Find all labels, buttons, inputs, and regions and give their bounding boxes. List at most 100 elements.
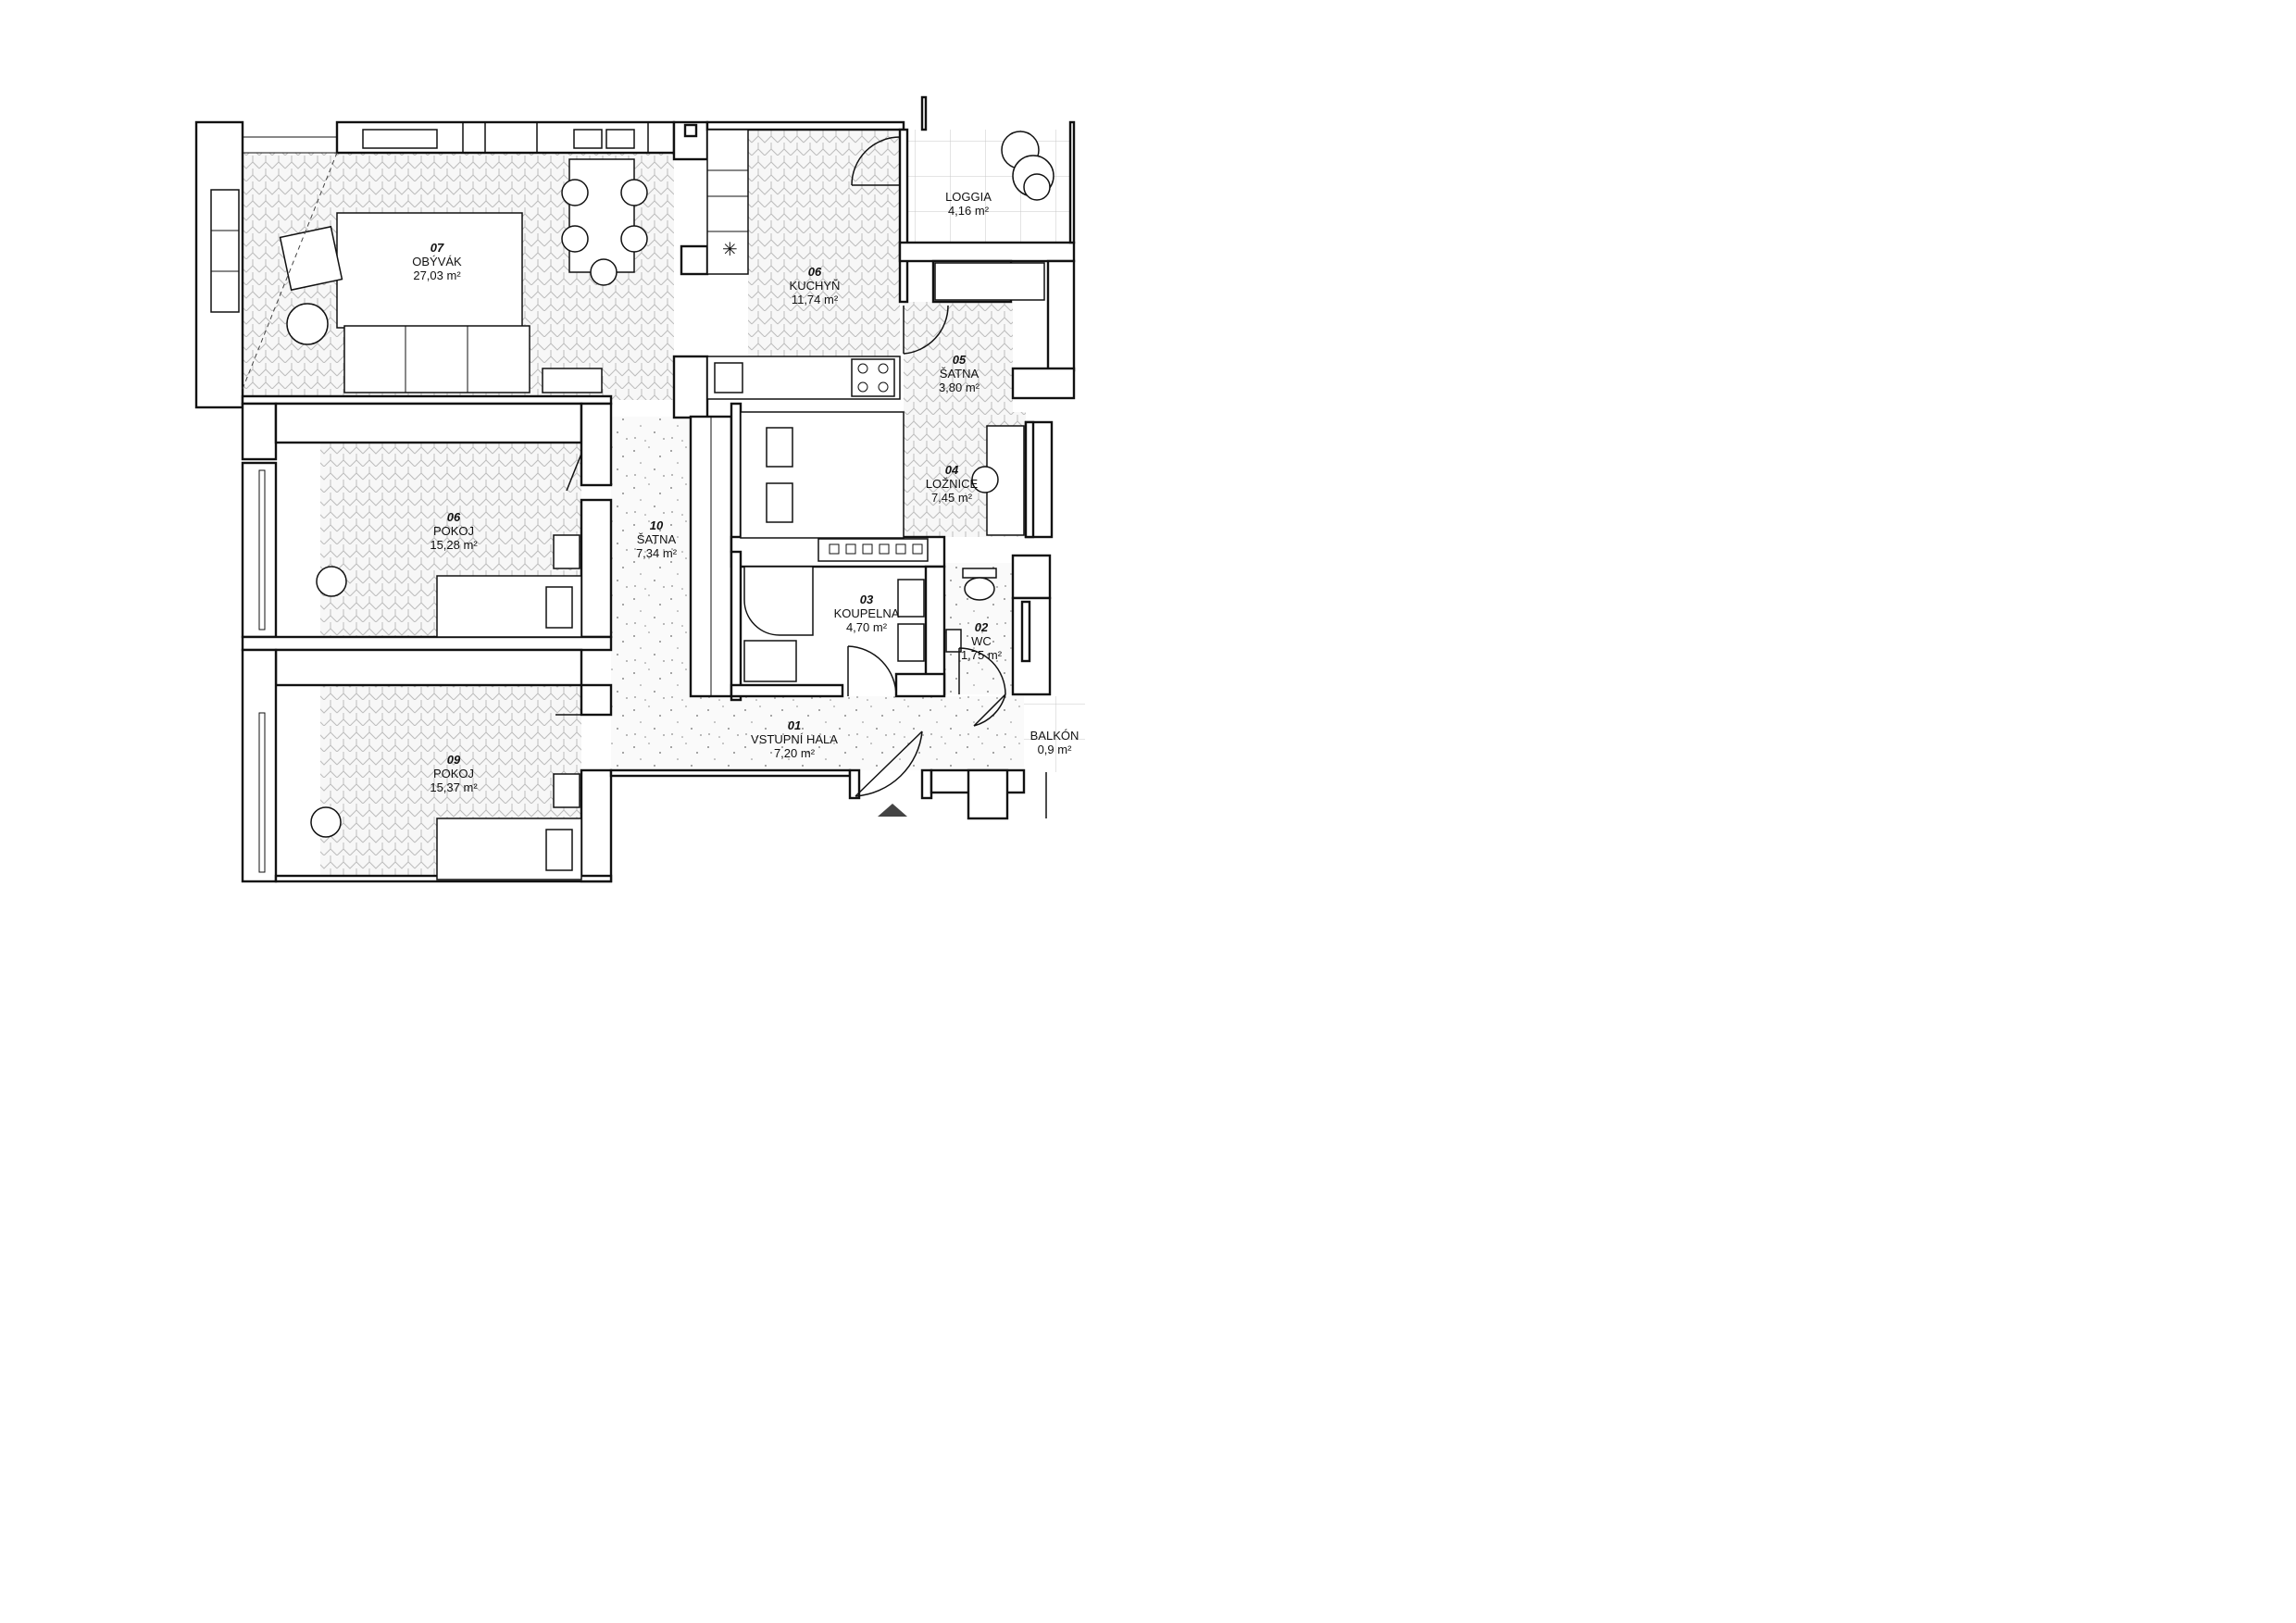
loznice-strip	[817, 538, 929, 562]
shelf-box-2	[605, 129, 635, 149]
svg-text:09: 09	[447, 753, 461, 767]
loggia-south-wall	[898, 241, 1076, 263]
pokoj09-desk	[553, 773, 580, 808]
pokoj06-east-wall-2	[580, 498, 613, 639]
shower-tray	[743, 640, 797, 682]
living-diagonal	[242, 152, 338, 390]
window-sill-living	[242, 136, 338, 154]
pokoj09-east-wall-2	[580, 768, 613, 883]
entrance-arrow-icon	[878, 804, 907, 817]
sofa-west	[210, 189, 240, 313]
side-table	[286, 303, 329, 345]
label-obyvak: 07 OBÝVÁK 27,03 m²	[412, 241, 462, 282]
bathtub	[743, 566, 814, 636]
shelf-box-1	[573, 129, 603, 149]
svg-text:02: 02	[975, 620, 989, 634]
hob-ring-1	[857, 363, 868, 374]
svg-text:27,03 m²: 27,03 m²	[413, 268, 461, 282]
chair-1	[561, 179, 589, 206]
strip-box-1	[829, 543, 840, 555]
svg-text:ŠATNA: ŠATNA	[940, 367, 980, 381]
svg-text:7,20 m²: 7,20 m²	[774, 746, 816, 760]
kitchen-north-wall	[705, 120, 905, 131]
svg-text:15,37 m²: 15,37 m²	[430, 780, 478, 794]
tv-unit	[362, 129, 438, 149]
between-rooms-wall	[241, 635, 613, 652]
label-pokoj-06: 06 POKOJ 15,28 m²	[430, 510, 478, 552]
pokoj06-east-wall	[580, 402, 613, 487]
loznice-west-wall	[730, 402, 742, 554]
wc-door	[958, 647, 1006, 695]
pokoj06-desk	[553, 534, 580, 569]
svg-text:4,70 m²: 4,70 m²	[846, 620, 888, 634]
chair-2	[620, 179, 648, 206]
svg-text:VSTUPNÍ HALA: VSTUPNÍ HALA	[751, 732, 838, 746]
hob	[851, 358, 895, 397]
svg-text:06: 06	[808, 265, 822, 279]
svg-text:04: 04	[945, 463, 959, 477]
svg-text:POKOJ: POKOJ	[433, 524, 474, 538]
wc-floor	[944, 563, 1013, 694]
pokoj06-north-wall	[241, 402, 278, 461]
hall-south-wall-1	[609, 768, 852, 778]
sideboard	[542, 368, 603, 393]
svg-text:7,34 m²: 7,34 m²	[636, 546, 678, 560]
bath-west-wall	[730, 550, 742, 702]
satna05-wardrobe	[934, 262, 1045, 301]
room-labels: 04 LOŽNICE 7,45 m² 03 KOUPELNA 4,70 m² 0…	[412, 190, 1079, 794]
label-satna-05: 05 ŠATNA 3,80 m²	[939, 353, 980, 394]
hob-ring-2	[878, 363, 889, 374]
strip-box-5	[895, 543, 906, 555]
pokoj09-chair	[310, 806, 342, 838]
label-pokoj-09: 09 POKOJ 15,37 m²	[430, 753, 478, 794]
living-south-wall	[241, 394, 613, 406]
svg-text:4,16 m²: 4,16 m²	[948, 204, 990, 218]
balkon-door	[973, 693, 1006, 727]
label-satna-10: 10 ŠATNA 7,34 m²	[636, 518, 678, 560]
kitchen-counter-west	[706, 129, 749, 275]
strip-box-4	[879, 543, 890, 555]
loggia-chair	[1023, 173, 1051, 201]
pokoj09-wardrobe	[274, 648, 583, 687]
dining-table	[568, 158, 635, 273]
pillow-1	[766, 427, 793, 468]
pokoj06-wardrobe	[274, 402, 583, 444]
loznice-window	[1024, 420, 1035, 539]
svg-text:BALKÓN: BALKÓN	[1030, 729, 1079, 743]
svg-text:0,9 m²: 0,9 m²	[1038, 743, 1073, 756]
wc-window	[1020, 600, 1031, 663]
hall-door-jamb-r	[920, 768, 933, 800]
east-wall-1	[1046, 259, 1076, 372]
svg-text:ŠATNA: ŠATNA	[637, 532, 677, 546]
chair-3	[561, 225, 589, 253]
svg-text:01: 01	[788, 718, 801, 732]
label-balkon: BALKÓN 0,9 m²	[1030, 729, 1079, 756]
loggia-divider	[920, 95, 928, 131]
chair-4	[620, 225, 648, 253]
pillow-2	[766, 482, 793, 523]
bath-door	[847, 645, 897, 697]
armchair	[279, 225, 343, 292]
svg-text:POKOJ: POKOJ	[433, 767, 474, 780]
loggia-east-line	[1068, 120, 1076, 244]
hall-door-jamb-l	[848, 768, 861, 800]
svg-text:05: 05	[953, 353, 967, 367]
label-koupelna: 03 KOUPELNA 4,70 m²	[834, 593, 900, 634]
hall-south-wall-3	[967, 768, 1009, 820]
strip-box-2	[845, 543, 856, 555]
satna-10-floor	[611, 417, 691, 696]
svg-text:LOGGIA: LOGGIA	[945, 190, 992, 204]
satna05-door	[903, 305, 949, 355]
entrance-door	[855, 730, 923, 797]
pokoj06-window-inner	[258, 469, 266, 630]
washbasin-2	[897, 623, 925, 662]
loznice-chair	[971, 466, 999, 493]
satna-05-floor	[904, 302, 1013, 412]
east-wall-2	[1011, 367, 1076, 400]
label-loznice: 04 LOŽNICE 7,45 m²	[926, 463, 979, 505]
pokoj06-pillow	[545, 586, 573, 629]
kitchen-door	[851, 136, 901, 186]
bath-south-wall	[730, 683, 844, 698]
pokoj09-east-wall	[580, 683, 613, 717]
